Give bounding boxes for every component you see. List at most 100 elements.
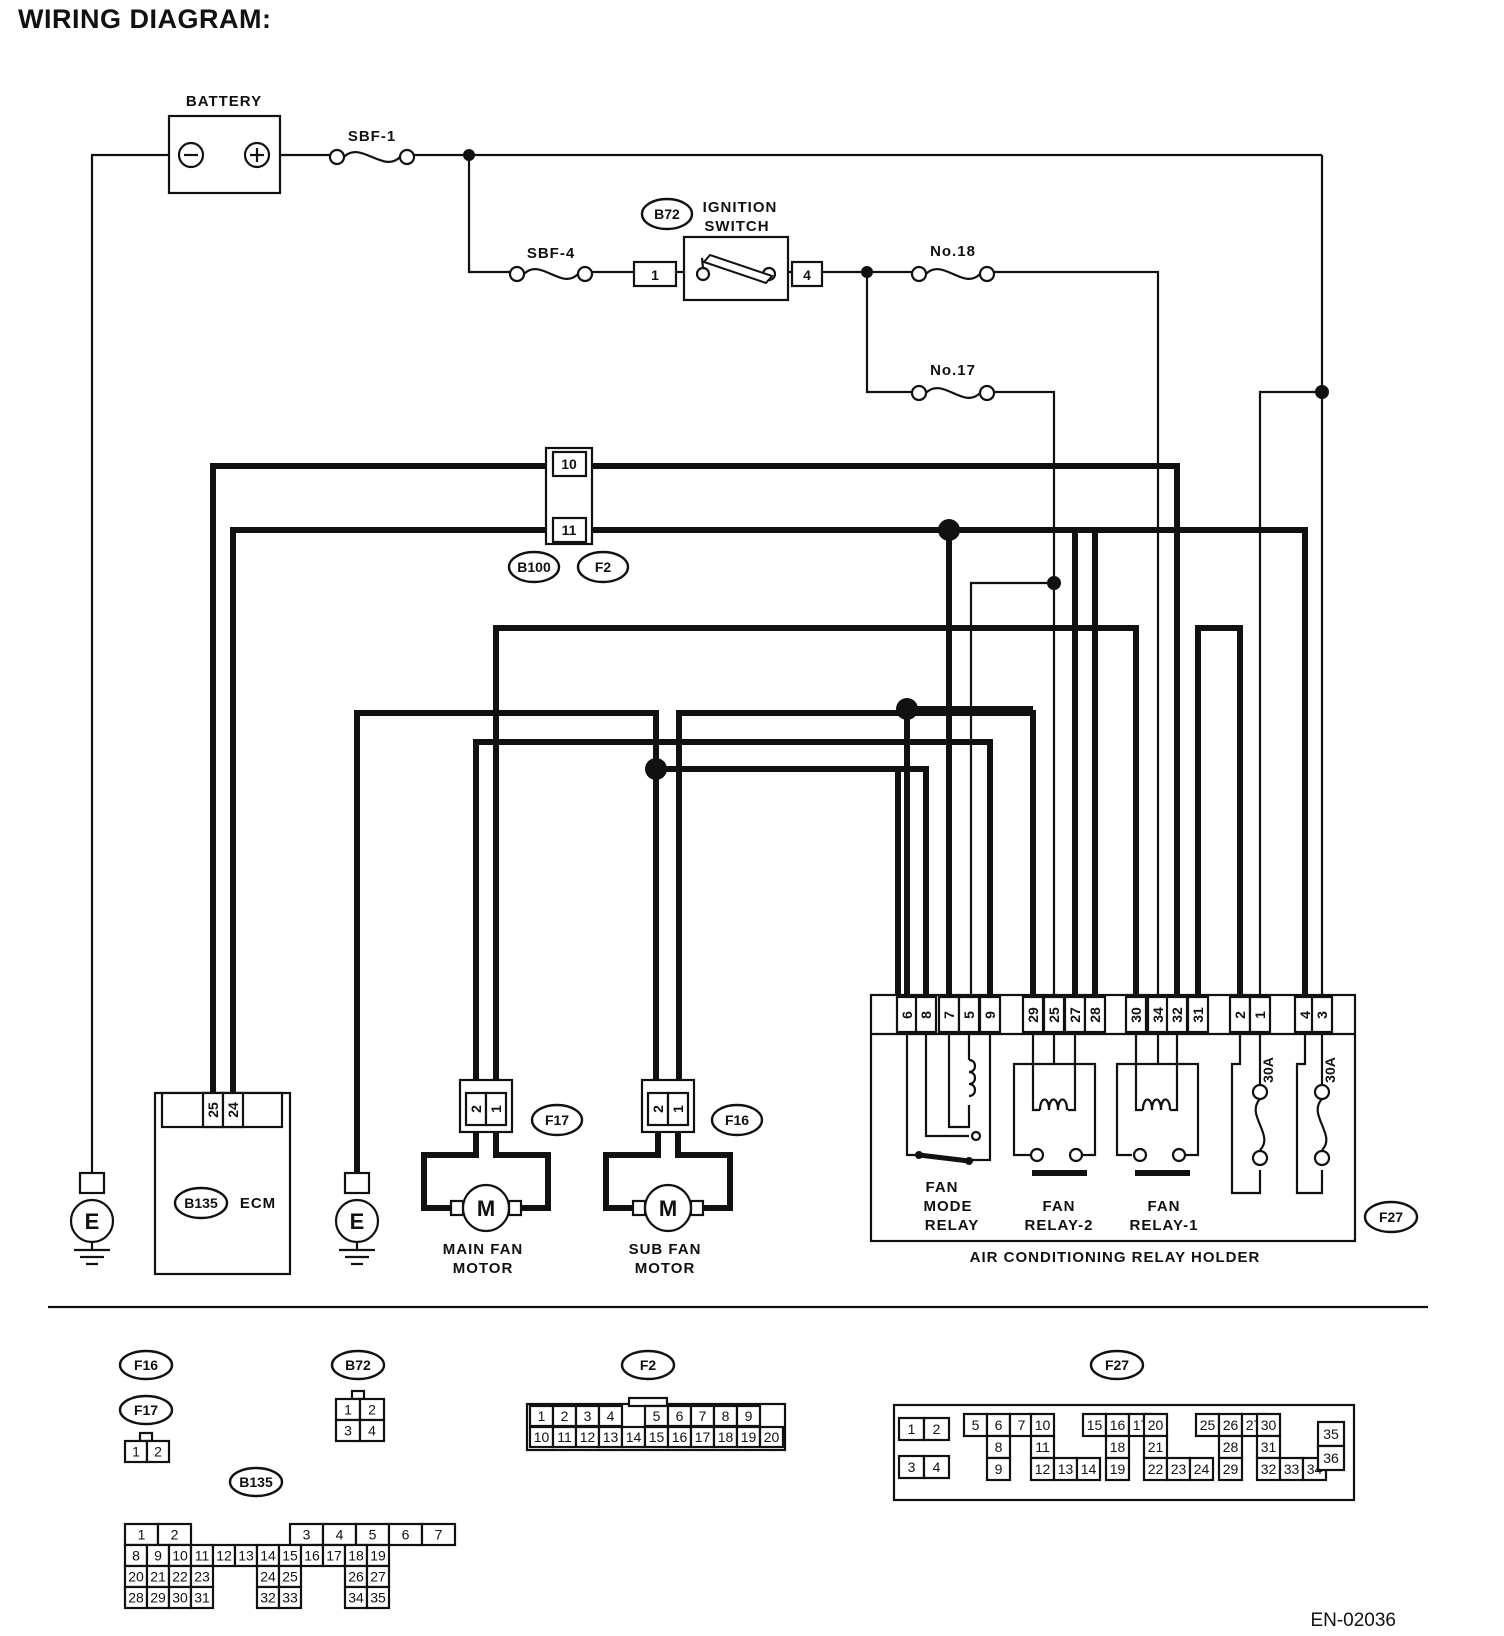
f27-face-label: 13 [1058, 1461, 1074, 1477]
sub-fan-motor: 2 1 M SUB FAN MOTOR F16 [603, 1078, 764, 1277]
ecm: 25 24 B135 ECM [153, 1091, 292, 1276]
f2-face-label: 16 [672, 1429, 688, 1445]
b135-face-label: 6 [402, 1527, 410, 1543]
fuse-30a-1-label: 30A [1260, 1057, 1276, 1083]
ground-2: E [334, 1171, 380, 1266]
f27-pin-label: 27 [1067, 1007, 1083, 1023]
ecm-label: ECM [240, 1195, 276, 1212]
f2-face-label: 7 [699, 1408, 707, 1424]
b135-face-label: 17 [326, 1548, 342, 1564]
sub-fan-label-2: MOTOR [635, 1260, 696, 1277]
relay-holder-label: AIR CONDITIONING RELAY HOLDER [970, 1249, 1261, 1266]
f27-pin-cell [1248, 995, 1272, 1034]
f27-face-label: 12 [1035, 1461, 1051, 1477]
f27-pin-label: 25 [1046, 1007, 1062, 1023]
b135-face-label: 24 [260, 1569, 276, 1585]
sbf1-label: SBF-1 [348, 128, 396, 145]
fuse-30a-1: 30A [1230, 1034, 1276, 1195]
fan-relay1-label-2: RELAY-1 [1130, 1217, 1199, 1234]
f27-face-label: 14 [1081, 1461, 1097, 1477]
fan-relay-1: FAN RELAY-1 [1115, 1034, 1200, 1234]
f2-face-label: 11 [557, 1429, 572, 1445]
thin-junctions [463, 149, 1329, 590]
b135-face-label: 12 [216, 1548, 232, 1564]
f27-pin-cell [1083, 995, 1107, 1034]
b72-face-label: 3 [344, 1423, 352, 1439]
f16-pin-1: 1 [670, 1105, 686, 1113]
f2-face-label: 12 [580, 1429, 596, 1445]
sbf4-label: SBF-4 [527, 245, 575, 262]
b100-pin-11: 11 [562, 522, 577, 538]
ign-label-2: SWITCH [704, 218, 769, 235]
b135-face-label: 1 [138, 1527, 146, 1543]
b135-face-cell [277, 1585, 303, 1610]
b135-face-label: 33 [282, 1590, 298, 1606]
f2-face-label: 6 [676, 1408, 684, 1424]
ecm-pin-24: 24 [225, 1102, 241, 1118]
b135-face-label: 23 [194, 1569, 210, 1585]
f27-face-label: 35 [1323, 1426, 1339, 1442]
fuse-30a-2: 30A [1295, 1034, 1338, 1195]
b72-face-label: 4 [368, 1423, 376, 1439]
b135-face-label: 31 [194, 1590, 210, 1606]
b135-face-label: 15 [282, 1548, 298, 1564]
b135-face-label: 13 [238, 1548, 254, 1564]
fan-relay1-label-1: FAN [1148, 1198, 1181, 1215]
f2-face-label: 17 [695, 1429, 711, 1445]
b135-face-label: 7 [435, 1527, 443, 1543]
f27-face-label: 2 [933, 1421, 941, 1437]
f16-face-label: 2 [154, 1444, 162, 1460]
f27-pin-label: 9 [982, 1011, 998, 1019]
main-fan-motor: 2 1 M MAIN FAN MOTOR F17 [421, 1078, 584, 1277]
power-wires [90, 153, 1324, 1173]
f27-face-label: 16 [1110, 1417, 1126, 1433]
f17-pin-1: 1 [488, 1105, 504, 1113]
f2-badge: F2 [595, 559, 612, 575]
b135-face-label: 32 [260, 1590, 276, 1606]
f2-face-label: 18 [718, 1429, 734, 1445]
f27-face-label: 30 [1261, 1417, 1277, 1433]
f2-face-label: 15 [649, 1429, 665, 1445]
f27-pin-label: 4 [1297, 1011, 1313, 1019]
f27-face-label: 9 [995, 1461, 1003, 1477]
f27-face-label: 25 [1200, 1417, 1216, 1433]
b135-face-label: 9 [154, 1548, 162, 1564]
f27-face-label: 21 [1148, 1439, 1164, 1455]
f27-face-label: 23 [1171, 1461, 1187, 1477]
f27-face-label: 33 [1284, 1461, 1300, 1477]
b135-face-label: 20 [128, 1569, 144, 1585]
f17-badge: F17 [545, 1112, 569, 1128]
f27-face-label: 18 [1110, 1439, 1126, 1455]
f27-face-cell [922, 1416, 951, 1442]
f27-face-cell [922, 1454, 951, 1480]
f27-badge: F27 [1379, 1209, 1403, 1225]
f27-face-label: 7 [1018, 1417, 1026, 1433]
f27-pin-label: 8 [918, 1011, 934, 1019]
b72-face-label: 2 [368, 1402, 376, 1418]
f27-face-label: 5 [972, 1417, 980, 1433]
f27-face-label: 26 [1223, 1417, 1239, 1433]
ground-label-2: E [350, 1209, 365, 1234]
b135-face-label: 19 [370, 1548, 386, 1564]
f27-face-cell [1316, 1444, 1346, 1472]
battery-label: BATTERY [186, 93, 262, 110]
fan-mode-relay: FAN MODE RELAY [905, 1034, 992, 1234]
b135-face-label: 27 [370, 1569, 386, 1585]
f2-face-label: 4 [607, 1408, 615, 1424]
sub-fan-label-1: SUB FAN [629, 1241, 702, 1258]
b135-face-label: 18 [348, 1548, 364, 1564]
face-f2-badge: F2 [640, 1357, 657, 1373]
fuse-no18: No.18 [910, 243, 996, 283]
f27-pin-cell [1186, 995, 1210, 1034]
b135-face-label: 22 [172, 1569, 188, 1585]
f27-face-label: 20 [1148, 1417, 1164, 1433]
f2-face-label: 8 [722, 1408, 730, 1424]
latch [350, 1389, 366, 1401]
f2-face-label: 20 [764, 1429, 780, 1445]
f27-pin-label: 28 [1087, 1007, 1103, 1023]
fuse-sbf4: SBF-4 [508, 245, 594, 283]
b135-badge: B135 [184, 1195, 218, 1211]
